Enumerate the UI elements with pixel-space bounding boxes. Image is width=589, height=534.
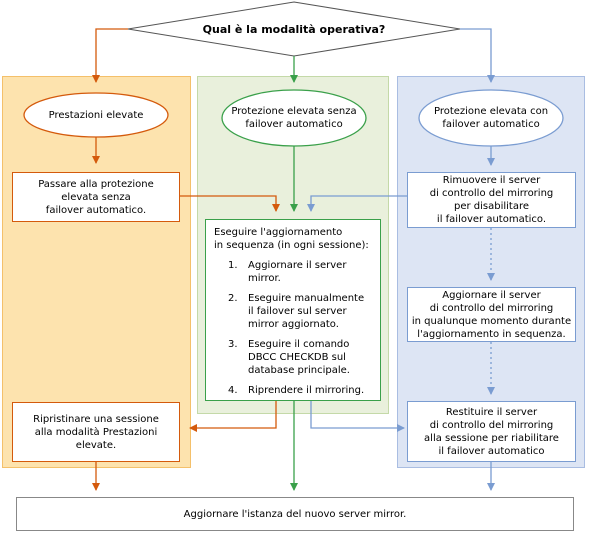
return-witness-text: Restituire il server di controllo del mi…	[424, 406, 559, 457]
decision-text: Qual è la modalità operativa?	[202, 23, 386, 36]
step-text: Riprendere il mirroring.	[248, 385, 365, 396]
upgrade-witness-text: Aggiornare il server di controllo del mi…	[411, 289, 572, 340]
restore-high-performance-box: Ripristinare una sessione alla modalità …	[12, 402, 180, 462]
mode-ellipse-high-safety-no-failover	[221, 89, 367, 147]
remove-witness-text: Rimuovere il server di controllo del mir…	[429, 175, 554, 225]
upgrade-witness-box: Aggiornare il server di controllo del mi…	[407, 287, 576, 342]
remove-witness-box: Rimuovere il server di controllo del mir…	[407, 172, 576, 228]
mode-text-high-safety-no-failover: Protezione elevata senza failover automa…	[231, 106, 357, 130]
upgrade-new-mirror-box: Aggiornare l'istanza del nuovo server mi…	[16, 497, 574, 531]
mode-label-high-safety-failover: Protezione elevata con failover automati…	[423, 104, 559, 132]
rolling-upgrade-step: 4. Riprendere il mirroring.	[228, 384, 374, 397]
mode-text-high-performance: Prestazioni elevate	[48, 109, 144, 121]
step-number: 1.	[228, 260, 238, 271]
mode-label-high-performance: Prestazioni elevate	[30, 105, 162, 125]
rolling-upgrade-box: Eseguire l'aggiornamento in sequenza (in…	[205, 219, 381, 401]
switch-to-high-safety-text: Passare alla protezione elevata senza fa…	[38, 178, 154, 216]
return-witness-box: Restituire il server di controllo del mi…	[407, 401, 576, 462]
step-number: 4.	[228, 385, 238, 396]
rolling-upgrade-step: 3. Eseguire il comando DBCC CHECKDB sul …	[228, 338, 374, 377]
step-text: Aggiornare il server mirror.	[248, 260, 347, 284]
mode-ellipse-high-safety-failover	[418, 89, 564, 147]
step-text: Eseguire manualmente il failover sul ser…	[248, 293, 365, 330]
decision-label: Qual è la modalità operativa?	[170, 21, 418, 38]
mode-ellipse-high-performance	[23, 92, 169, 138]
step-number: 2.	[228, 293, 238, 304]
upgrade-new-mirror-text: Aggiornare l'istanza del nuovo server mi…	[183, 508, 407, 520]
rolling-upgrade-step: 1. Aggiornare il server mirror.	[228, 259, 374, 285]
restore-high-performance-text: Ripristinare una sessione alla modalità …	[33, 413, 159, 451]
step-text: Eseguire il comando DBCC CHECKDB sul dat…	[248, 339, 350, 376]
mode-label-high-safety-no-failover: Protezione elevata senza failover automa…	[226, 104, 362, 132]
switch-to-high-safety-box: Passare alla protezione elevata senza fa…	[12, 172, 180, 222]
rolling-upgrade-intro: Eseguire l'aggiornamento in sequenza (in…	[214, 227, 369, 251]
step-number: 3.	[228, 339, 238, 350]
rolling-upgrade-steps: 1. Aggiornare il server mirror. 2. Esegu…	[214, 259, 374, 397]
rolling-upgrade-step: 2. Eseguire manualmente il failover sul …	[228, 292, 374, 331]
mode-text-high-safety-failover: Protezione elevata con failover automati…	[433, 106, 549, 130]
